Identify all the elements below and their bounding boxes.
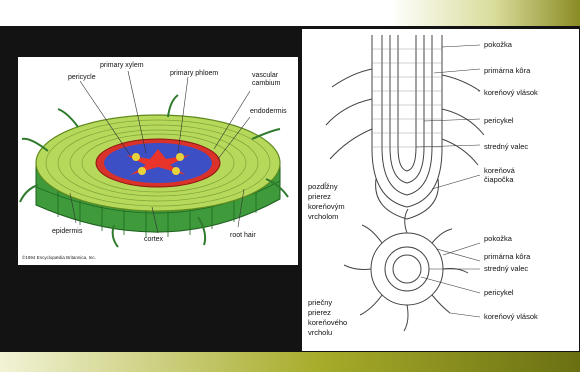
label-pericycle: pericycle — [68, 74, 96, 81]
label-ciapocka: čiapočka — [484, 175, 514, 184]
top-accent-stripe — [390, 0, 580, 26]
label-primarna-kora-lower: primárna kôra — [484, 252, 531, 261]
label-pokozka-lower: pokožka — [484, 234, 513, 243]
label-pericykel-lower: pericykel — [484, 288, 514, 297]
phloem-strand — [172, 167, 180, 175]
caption-upper-line2: prierez — [308, 192, 331, 201]
caption-lower-line1: priečny — [308, 298, 332, 307]
phloem-strand — [132, 153, 140, 161]
label-endodermis: endodermis — [250, 108, 287, 115]
caption-upper-line1: pozdĺžny — [308, 182, 338, 191]
label-korenovy-vlasok-upper: koreňový vlások — [484, 88, 538, 97]
label-korenovy-vlasok-lower: koreňový vlások — [484, 312, 538, 321]
transverse-section — [344, 209, 468, 331]
copyright-text: ©1994 Encyclopædia Britannica, Inc. — [22, 254, 96, 260]
caption-lower-line4: vrcholu — [308, 328, 332, 337]
caption-upper-line3: koreňovým — [308, 202, 345, 211]
caption-lower-line2: prierez — [308, 308, 331, 317]
bottom-band — [0, 352, 580, 372]
label-pericykel-upper: pericykel — [484, 116, 514, 125]
label-vascular: vascular — [252, 72, 279, 79]
label-primarna-kora-upper: primárna kôra — [484, 66, 531, 75]
label-primary-phloem: primary phloem — [170, 70, 218, 77]
caption-lower-line3: koreňového — [308, 318, 347, 327]
label-cambium: cambium — [252, 80, 281, 87]
longitudinal-section — [326, 35, 484, 219]
label-stredny-valec-upper: stredný valec — [484, 142, 528, 151]
root-sections-sketch-panel: pokožka primárna kôra koreňový vlások pe… — [302, 29, 579, 351]
label-cortex: cortex — [144, 236, 164, 243]
label-primary-xylem: primary xylem — [100, 62, 144, 69]
label-korenova: koreňová — [484, 166, 516, 175]
label-stredny-valec-lower: stredný valec — [484, 264, 528, 273]
caption-upper-line4: vrcholom — [308, 212, 338, 221]
phloem-strand — [176, 153, 184, 161]
phloem-strand — [138, 167, 146, 175]
label-pokozka-upper: pokožka — [484, 40, 513, 49]
label-epidermis: epidermis — [52, 228, 83, 235]
label-root-hair: root hair — [230, 232, 256, 239]
root-3d-illustration-panel: primary xylem pericycle primary phloem v… — [18, 57, 298, 265]
root-3d-illustration: primary xylem pericycle primary phloem v… — [18, 57, 298, 265]
root-sections-sketch: pokožka primárna kôra koreňový vlások pe… — [302, 29, 579, 351]
